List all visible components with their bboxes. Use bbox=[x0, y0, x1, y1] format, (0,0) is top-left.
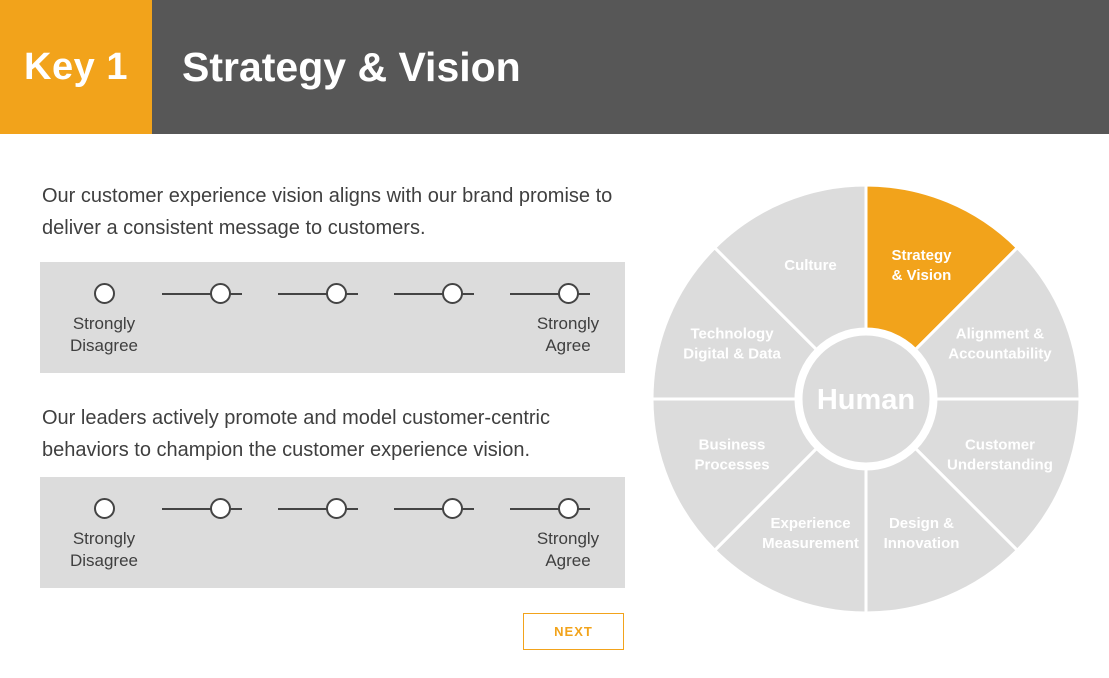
wheel-segment-7-label: Technology bbox=[691, 326, 775, 343]
scale-1-option-4-radio[interactable] bbox=[442, 283, 463, 304]
wheel-segment-7 bbox=[650, 245, 819, 401]
question-1-line-2: deliver a consistent message to customer… bbox=[42, 217, 426, 239]
scale-2-option-5-radio[interactable] bbox=[558, 498, 579, 519]
question-2-line-2: behaviors to champion the customer exper… bbox=[42, 439, 531, 461]
wheel-segment-2 bbox=[913, 245, 1082, 401]
wheel-segment-6-label: Business bbox=[699, 436, 766, 453]
scale-1-max-label: Strongly Agree bbox=[508, 313, 628, 357]
wheel-segment-4-label: Design & bbox=[889, 515, 954, 532]
question-2-text: Our leaders actively promote and model c… bbox=[42, 402, 632, 466]
wheel-segment-3-label: Customer bbox=[965, 436, 1035, 453]
scale-2-option-1-radio[interactable] bbox=[94, 498, 115, 519]
scale-2-min-label-line-1: Strongly bbox=[72, 529, 136, 548]
wheel-segment-8 bbox=[712, 183, 868, 352]
wheel-segment-4 bbox=[864, 446, 1020, 615]
wheel-segment-6-label: Processes bbox=[695, 456, 770, 473]
scale-1-min-label: Strongly Disagree bbox=[44, 313, 164, 357]
wheel-segment-5-label: Measurement bbox=[762, 535, 859, 552]
wheel-segment-1 bbox=[864, 183, 1020, 352]
scale-2-option-2-radio[interactable] bbox=[210, 498, 231, 519]
wheel-segment-1-label: & Vision bbox=[892, 267, 952, 284]
scale-2-option-3-radio[interactable] bbox=[326, 498, 347, 519]
likert-scale-2: Strongly Disagree Strongly Agree bbox=[40, 477, 625, 588]
scale-connector bbox=[278, 293, 358, 295]
scale-connector bbox=[162, 508, 242, 510]
wheel-segment-3 bbox=[913, 397, 1082, 553]
scale-2-option-4-radio[interactable] bbox=[442, 498, 463, 519]
page-title: Strategy & Vision bbox=[182, 44, 521, 90]
next-button[interactable]: NEXT bbox=[523, 613, 624, 650]
scale-1-max-label-line-2: Agree bbox=[545, 336, 591, 355]
scale-1-option-3-radio[interactable] bbox=[326, 283, 347, 304]
scale-connector bbox=[278, 508, 358, 510]
scale-1-min-label-line-1: Strongly bbox=[72, 314, 136, 333]
question-1-text: Our customer experience vision aligns wi… bbox=[42, 180, 632, 244]
scale-2-max-label-line-1: Strongly bbox=[536, 529, 600, 548]
scale-connector bbox=[394, 508, 474, 510]
scale-connector bbox=[510, 293, 590, 295]
scale-2-max-label-line-2: Agree bbox=[545, 551, 591, 570]
scale-1-option-1-radio[interactable] bbox=[94, 283, 115, 304]
question-1-line-1: Our customer experience vision aligns wi… bbox=[42, 185, 613, 207]
scale-1-max-label-line-1: Strongly bbox=[536, 314, 600, 333]
scale-1-option-2-radio[interactable] bbox=[210, 283, 231, 304]
scale-2-min-label-line-2: Disagree bbox=[69, 551, 139, 570]
scale-connector bbox=[510, 508, 590, 510]
scale-1-option-5-radio[interactable] bbox=[558, 283, 579, 304]
header-bar: Key 1 Strategy & Vision bbox=[0, 0, 1109, 134]
likert-scale-1: Strongly Disagree Strongly Agree bbox=[40, 262, 625, 373]
scale-2-max-label: Strongly Agree bbox=[508, 528, 628, 572]
wheel-segment-2-label: Accountability bbox=[948, 346, 1052, 363]
scale-2-min-label: Strongly Disagree bbox=[44, 528, 164, 572]
wheel-segment-5-label: Experience bbox=[770, 515, 850, 532]
wheel-segment-4-label: Innovation bbox=[884, 535, 960, 552]
wheel-hub bbox=[797, 330, 935, 468]
wheel-segment-3-label: Understanding bbox=[947, 456, 1053, 473]
wheel-segment-5 bbox=[712, 446, 868, 615]
key-badge: Key 1 bbox=[0, 0, 152, 134]
wheel-hub-label: Human bbox=[817, 384, 915, 416]
wheel-segment-6 bbox=[650, 397, 819, 553]
wheel-segment-8-label: Culture bbox=[784, 257, 837, 274]
question-2-line-1: Our leaders actively promote and model c… bbox=[42, 407, 550, 429]
scale-1-min-label-line-2: Disagree bbox=[69, 336, 139, 355]
wheel-segment-1-label: Strategy bbox=[891, 247, 952, 264]
scale-connector bbox=[394, 293, 474, 295]
wheel-segment-7-label: Digital & Data bbox=[683, 346, 781, 363]
wheel-segment-2-label: Alignment & bbox=[956, 326, 1044, 343]
scale-connector bbox=[162, 293, 242, 295]
